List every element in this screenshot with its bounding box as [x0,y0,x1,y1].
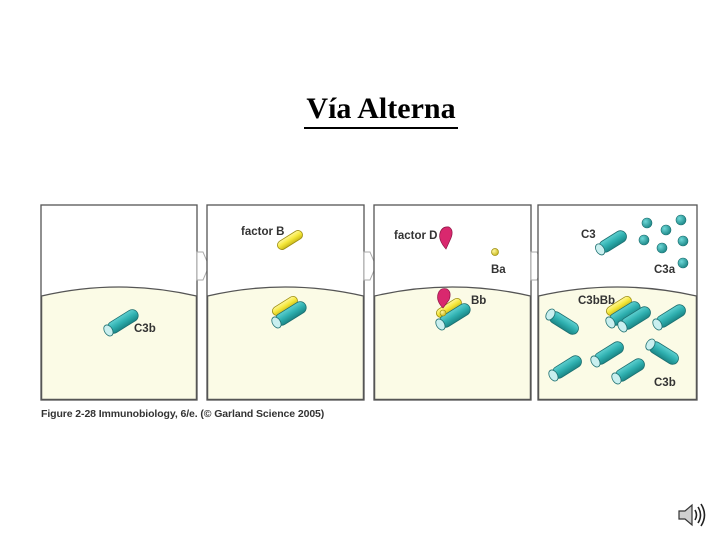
label-c3b-panel4: C3b [654,377,676,389]
panel-3-membrane [373,286,532,401]
label-c3a: C3a [654,264,676,276]
factor-d-bound [437,288,451,309]
label-ba: Ba [491,264,506,276]
c3a-fragment [677,257,689,269]
c3-molecule [595,230,627,256]
c3b-factor-b-complex [271,296,307,329]
speaker-icon[interactable] [676,500,712,530]
c3b-deposited [545,308,579,335]
c3b-deposited [645,338,679,365]
label-factor-b: factor B [241,226,284,238]
label-factor-d: factor D [394,230,437,242]
label-c3: C3 [581,229,596,241]
panel-2-membrane [206,286,365,401]
panel-2: factor B [206,204,365,401]
arrow-2 [363,251,377,281]
alternative-pathway-figure: C3b factor B factor D Ba Bb [40,204,698,401]
c3b-deposited [590,341,624,368]
slide-title-wrap: Vía Alterna [0,92,728,129]
c3a-fragment [641,217,653,229]
arrow-1 [196,251,210,281]
c3b-deposited [617,306,651,333]
ba-bound [439,309,447,317]
factor-b-molecule [277,230,303,250]
c3b-deposited [611,358,645,385]
ba-fragment [491,248,499,256]
label-c3b-panel1: C3b [134,323,156,335]
figure-caption: Figure 2-28 Immunobiology, 6/e. (© Garla… [41,408,325,420]
label-bb: Bb [471,295,486,307]
c3a-fragment [656,242,668,254]
panel-4: C3 C3a C3bBb [537,204,698,401]
c3a-fragment [675,214,687,226]
factor-d-molecule [439,226,453,250]
label-c3bbb: C3bBb [578,295,615,307]
c3a-fragment [660,224,672,236]
c3a-fragment [677,235,689,247]
panel-3: factor D Ba Bb [373,204,532,401]
c3a-fragments [638,214,689,269]
c3b-molecule [103,309,139,337]
slide-title: Vía Alterna [304,92,458,129]
c3a-fragment [638,234,650,246]
panel-1-membrane [40,286,198,401]
c3b-deposited [548,355,582,382]
panel-1: C3b [40,204,198,401]
c3b-deposited [652,304,686,331]
